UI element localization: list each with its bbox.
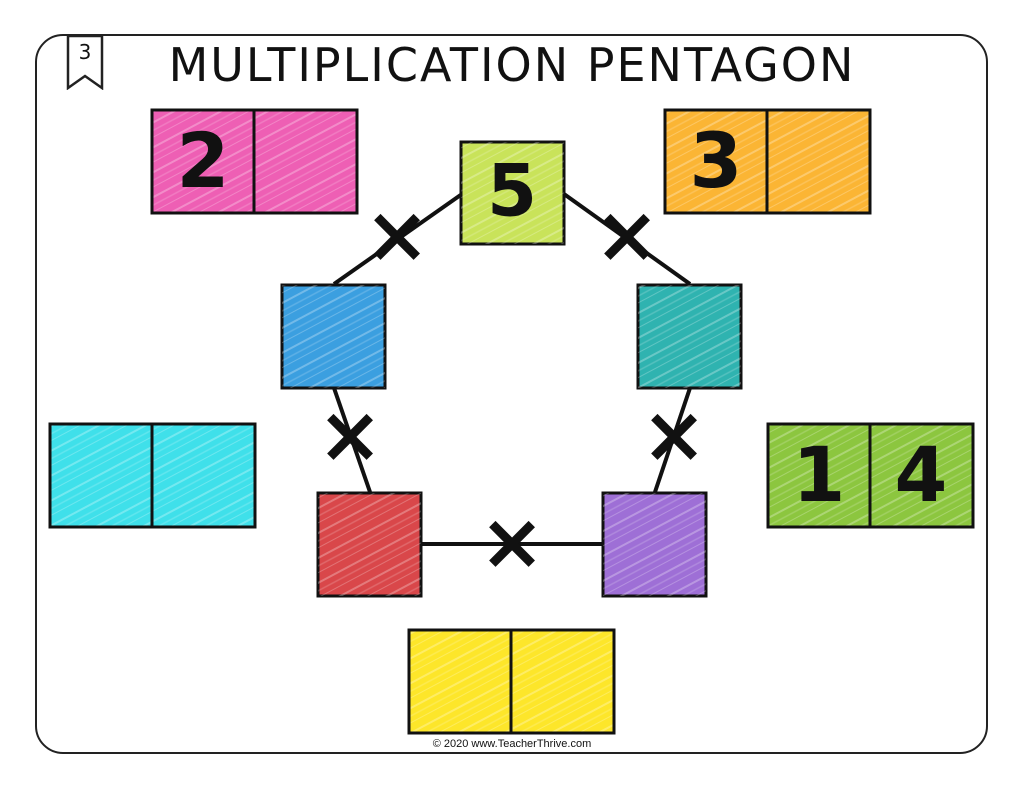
page-title: MULTIPLICATION PENTAGON	[168, 38, 856, 92]
multiply-sign-top-right: ×	[594, 190, 659, 280]
multiply-sign-right: ×	[641, 390, 706, 480]
product-top-left-tens: 2	[177, 116, 230, 205]
copyright-footer: © 2020 www.TeacherThrive.com	[432, 738, 592, 750]
vertex-upper-right[interactable]	[636, 283, 743, 390]
product-top-left-ones-cell[interactable]	[252, 108, 359, 215]
vertex-top-value: 5	[487, 149, 537, 233]
product-right[interactable]: 1 4	[766, 422, 975, 529]
pentagon-edges	[332, 192, 692, 546]
product-bottom-ones-cell[interactable]	[509, 628, 616, 735]
product-left[interactable]	[48, 422, 257, 529]
product-top-right-tens: 3	[690, 116, 743, 205]
page-number: 3	[78, 40, 92, 64]
multiply-sign-left: ×	[317, 390, 382, 480]
vertex-upper-left[interactable]	[280, 283, 387, 390]
multiply-sign-bottom: ×	[479, 497, 544, 587]
product-top-right[interactable]: 3	[663, 108, 872, 215]
product-right-ones-cell[interactable]	[868, 422, 975, 529]
vertex-lower-left[interactable]	[316, 491, 423, 598]
product-top-right-ones-cell[interactable]	[765, 108, 872, 215]
product-top-left[interactable]: 2	[150, 108, 359, 215]
product-right-ones: 4	[895, 430, 948, 519]
bookmark-tab-icon	[66, 36, 104, 90]
product-bottom[interactable]	[407, 628, 616, 735]
product-left-ones-cell[interactable]	[150, 422, 257, 529]
multiply-sign-top-left: ×	[364, 190, 429, 280]
vertex-lower-right[interactable]	[601, 491, 708, 598]
vertex-top[interactable]: 5	[459, 140, 566, 246]
product-right-tens: 1	[793, 430, 846, 519]
multiply-signs: × × × × ×	[317, 190, 706, 587]
